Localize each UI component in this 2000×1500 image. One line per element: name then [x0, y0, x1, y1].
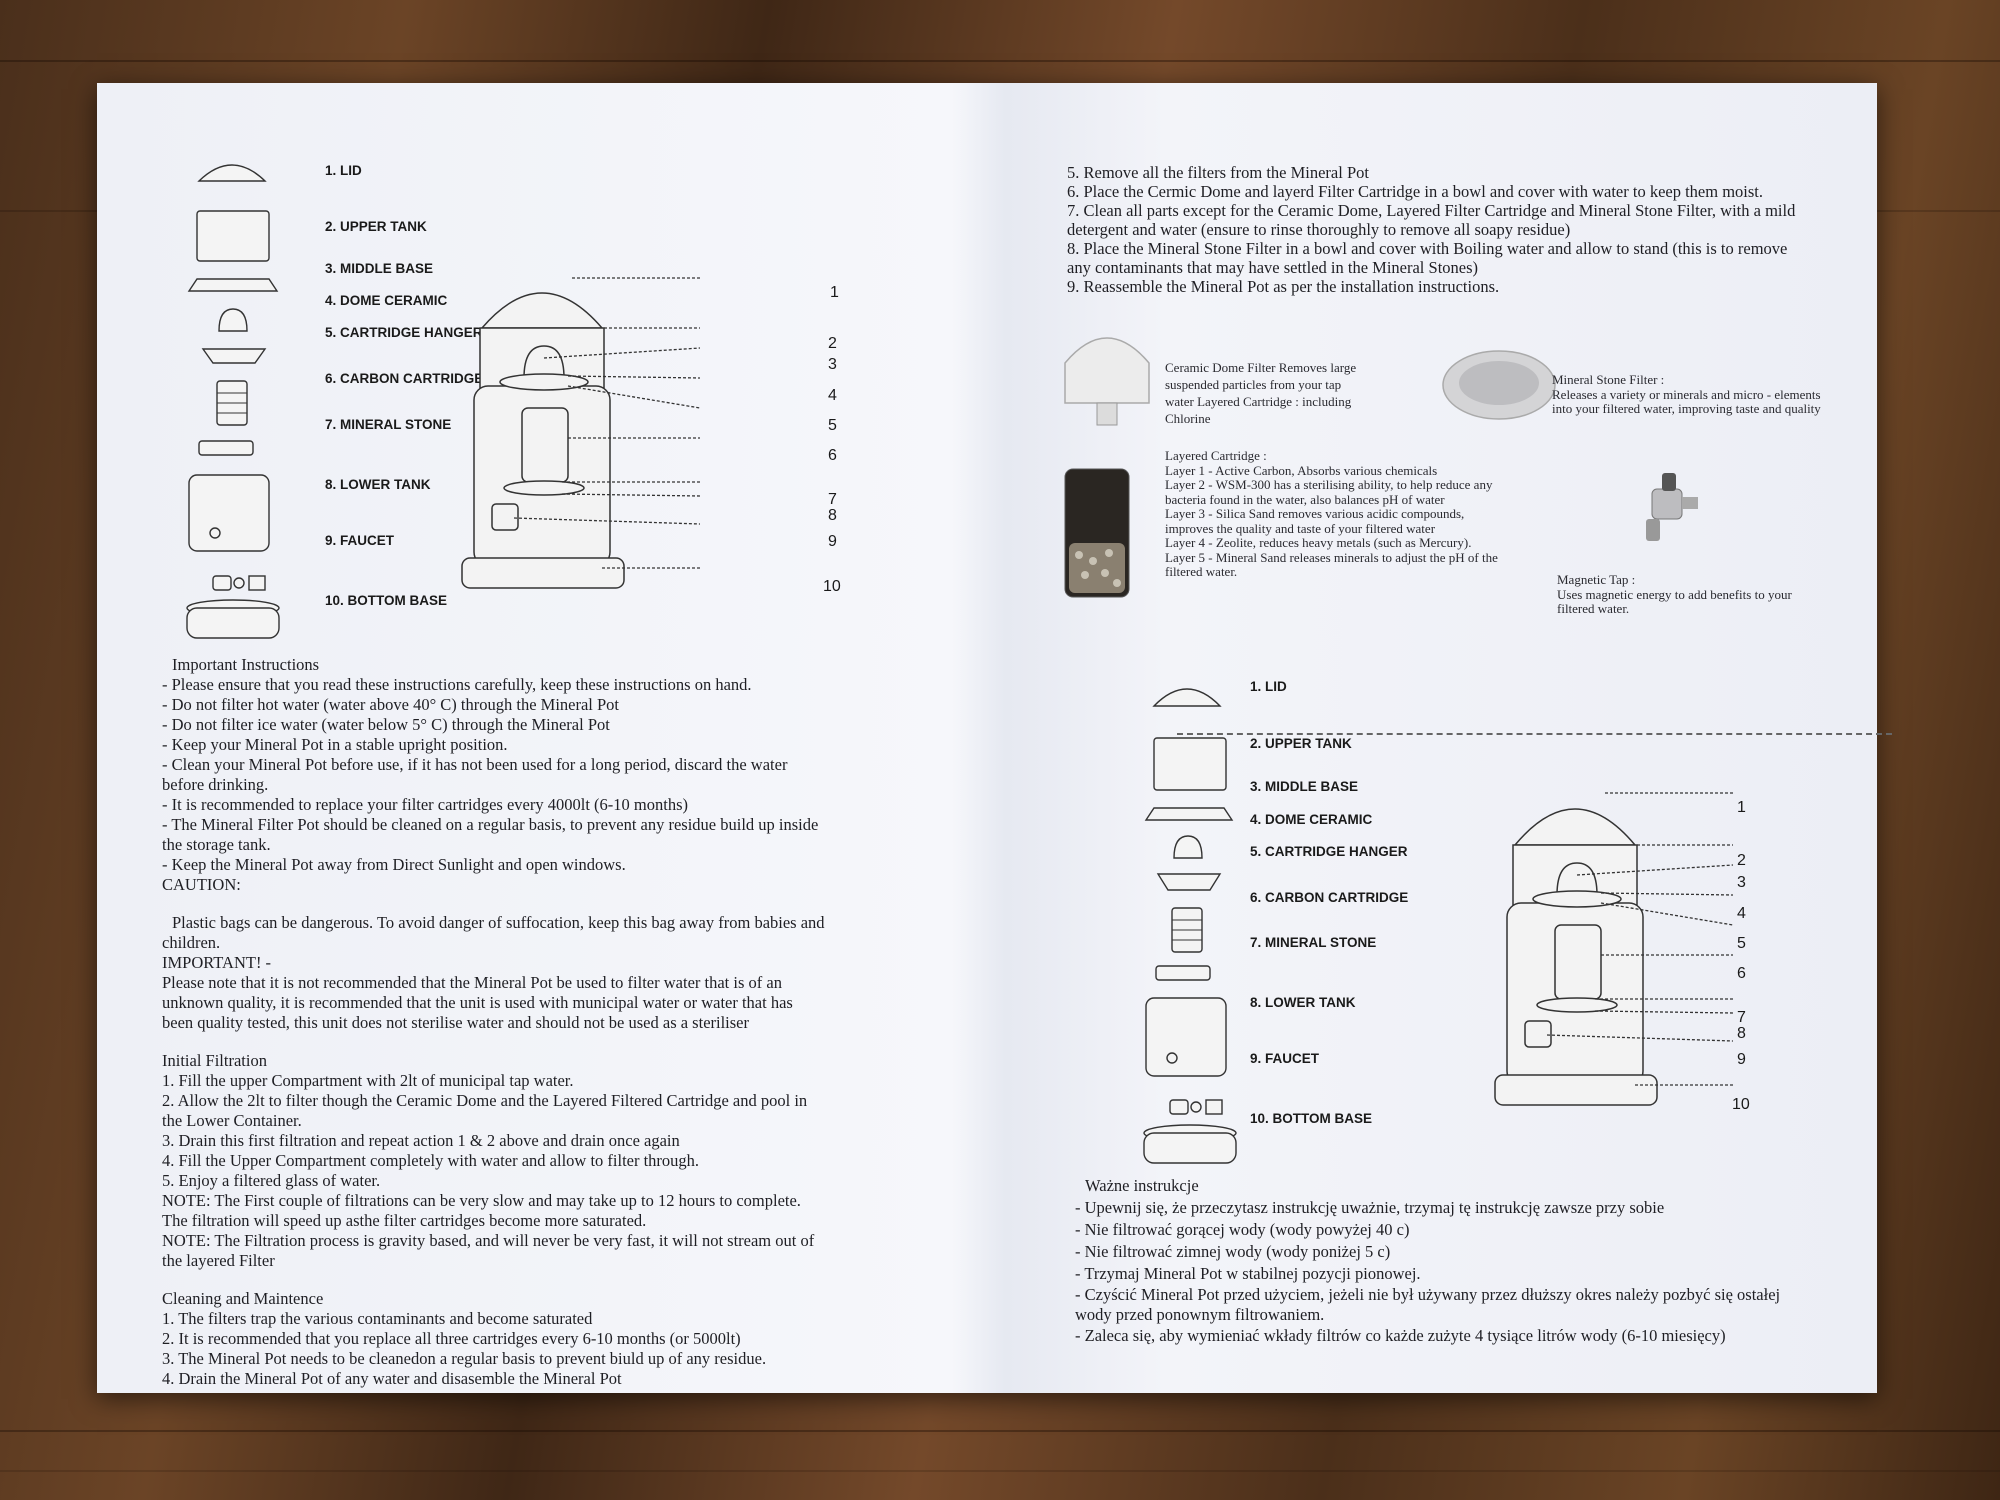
callout-number: 7	[1737, 1009, 1746, 1026]
callout-number: 7	[828, 491, 837, 508]
callout-number: 8	[828, 507, 837, 524]
callout-number: 10	[1732, 1096, 1750, 1113]
part-label: 3. MIDDLE BASE	[325, 261, 434, 276]
polish-instructions: Ważne instrukcje - Upewnij się, że przec…	[1075, 1175, 1815, 1347]
magnetic-tap-description: Magnetic Tap : Uses magnetic energy to a…	[1557, 572, 1792, 616]
part-label: 3. MIDDLE BASE	[1250, 779, 1359, 794]
part-label: 1. LID	[325, 163, 362, 178]
ceramic-dome-image	[1064, 337, 1150, 426]
carbon-cartridge-bands-left	[217, 392, 247, 414]
callout-number: 9	[1737, 1051, 1746, 1068]
heading-important-note: IMPORTANT! -	[162, 953, 272, 972]
part-label: 6. CARBON CARTRIDGE	[1250, 890, 1409, 905]
part-label: 4. DOME CERAMIC	[325, 293, 448, 308]
part-label: 7. MINERAL STONE	[325, 417, 452, 432]
part-label: 10. BOTTOM BASE	[325, 593, 448, 608]
callout-number: 6	[828, 447, 837, 464]
part-label: 1. LID	[1250, 679, 1287, 694]
right-cleaning-steps: 5. Remove all the filters from the Miner…	[1067, 163, 1796, 296]
part-label: 10. BOTTOM BASE	[1250, 1111, 1373, 1126]
exploded-parts-diagram-left	[186, 164, 280, 639]
part-label: 8. LOWER TANK	[1250, 995, 1356, 1010]
callout-number: 8	[1737, 1025, 1746, 1042]
heading-polish: Ważne instrukcje	[1085, 1176, 1199, 1195]
layered-cartridge-description: Layered Cartridge : Layer 1 - Active Car…	[1165, 448, 1498, 579]
section-divider	[1177, 733, 1892, 735]
part-label: 2. UPPER TANK	[325, 219, 427, 234]
callout-number: 3	[1737, 874, 1746, 891]
callout-number: 5	[828, 417, 837, 434]
mineral-stone-image	[1442, 350, 1556, 420]
callout-number: 9	[828, 533, 837, 550]
mineral-stone-description: Mineral Stone Filter : Releases a variet…	[1552, 372, 1821, 416]
ceramic-dome-description: Ceramic Dome Filter Removes large suspen…	[1165, 360, 1357, 426]
heading-cleaning: Cleaning and Maintence	[162, 1289, 324, 1308]
part-label: 9. FAUCET	[325, 533, 395, 548]
callout-number: 1	[1737, 799, 1746, 816]
part-label: 4. DOME CERAMIC	[1250, 812, 1373, 827]
part-label: 7. MINERAL STONE	[1250, 935, 1377, 950]
callout-number: 1	[830, 284, 839, 301]
callout-number: 10	[823, 578, 841, 595]
layered-cartridge-image	[1064, 468, 1130, 598]
heading-initial-filtration: Initial Filtration	[162, 1051, 267, 1070]
callout-number: 4	[828, 387, 837, 404]
assembled-pot-diagram-left	[461, 277, 701, 589]
exploded-parts-diagram-right	[1143, 688, 1237, 1164]
part-label: 9. FAUCET	[1250, 1051, 1320, 1066]
heading-caution: CAUTION:	[162, 875, 241, 894]
callout-number: 2	[828, 335, 837, 352]
left-instructions: Important Instructions - Please ensure t…	[162, 655, 825, 1388]
part-label: 2. UPPER TANK	[1250, 736, 1352, 751]
part-label: 8. LOWER TANK	[325, 477, 431, 492]
callout-number: 5	[1737, 935, 1746, 952]
part-label: 5. CARTRIDGE HANGER	[325, 325, 483, 340]
assembled-pot-diagram-right	[1494, 792, 1734, 1106]
callout-number: 2	[1737, 852, 1746, 869]
carbon-cartridge-bands-right	[1172, 919, 1202, 941]
callout-number: 6	[1737, 965, 1746, 982]
leader-lines-left	[513, 277, 701, 569]
callout-number: 4	[1737, 905, 1746, 922]
part-label: 6. CARBON CARTRIDGE	[325, 371, 484, 386]
heading-important: Important Instructions	[172, 655, 320, 674]
leader-lines-right	[1546, 792, 1734, 1086]
part-label: 5. CARTRIDGE HANGER	[1250, 844, 1408, 859]
magnetic-tap-image	[1646, 473, 1698, 541]
instruction-sheet: 1. LID 2. UPPER TANK 3. MIDDLE BASE 4. D…	[97, 83, 1892, 1393]
callout-number: 3	[828, 356, 837, 373]
